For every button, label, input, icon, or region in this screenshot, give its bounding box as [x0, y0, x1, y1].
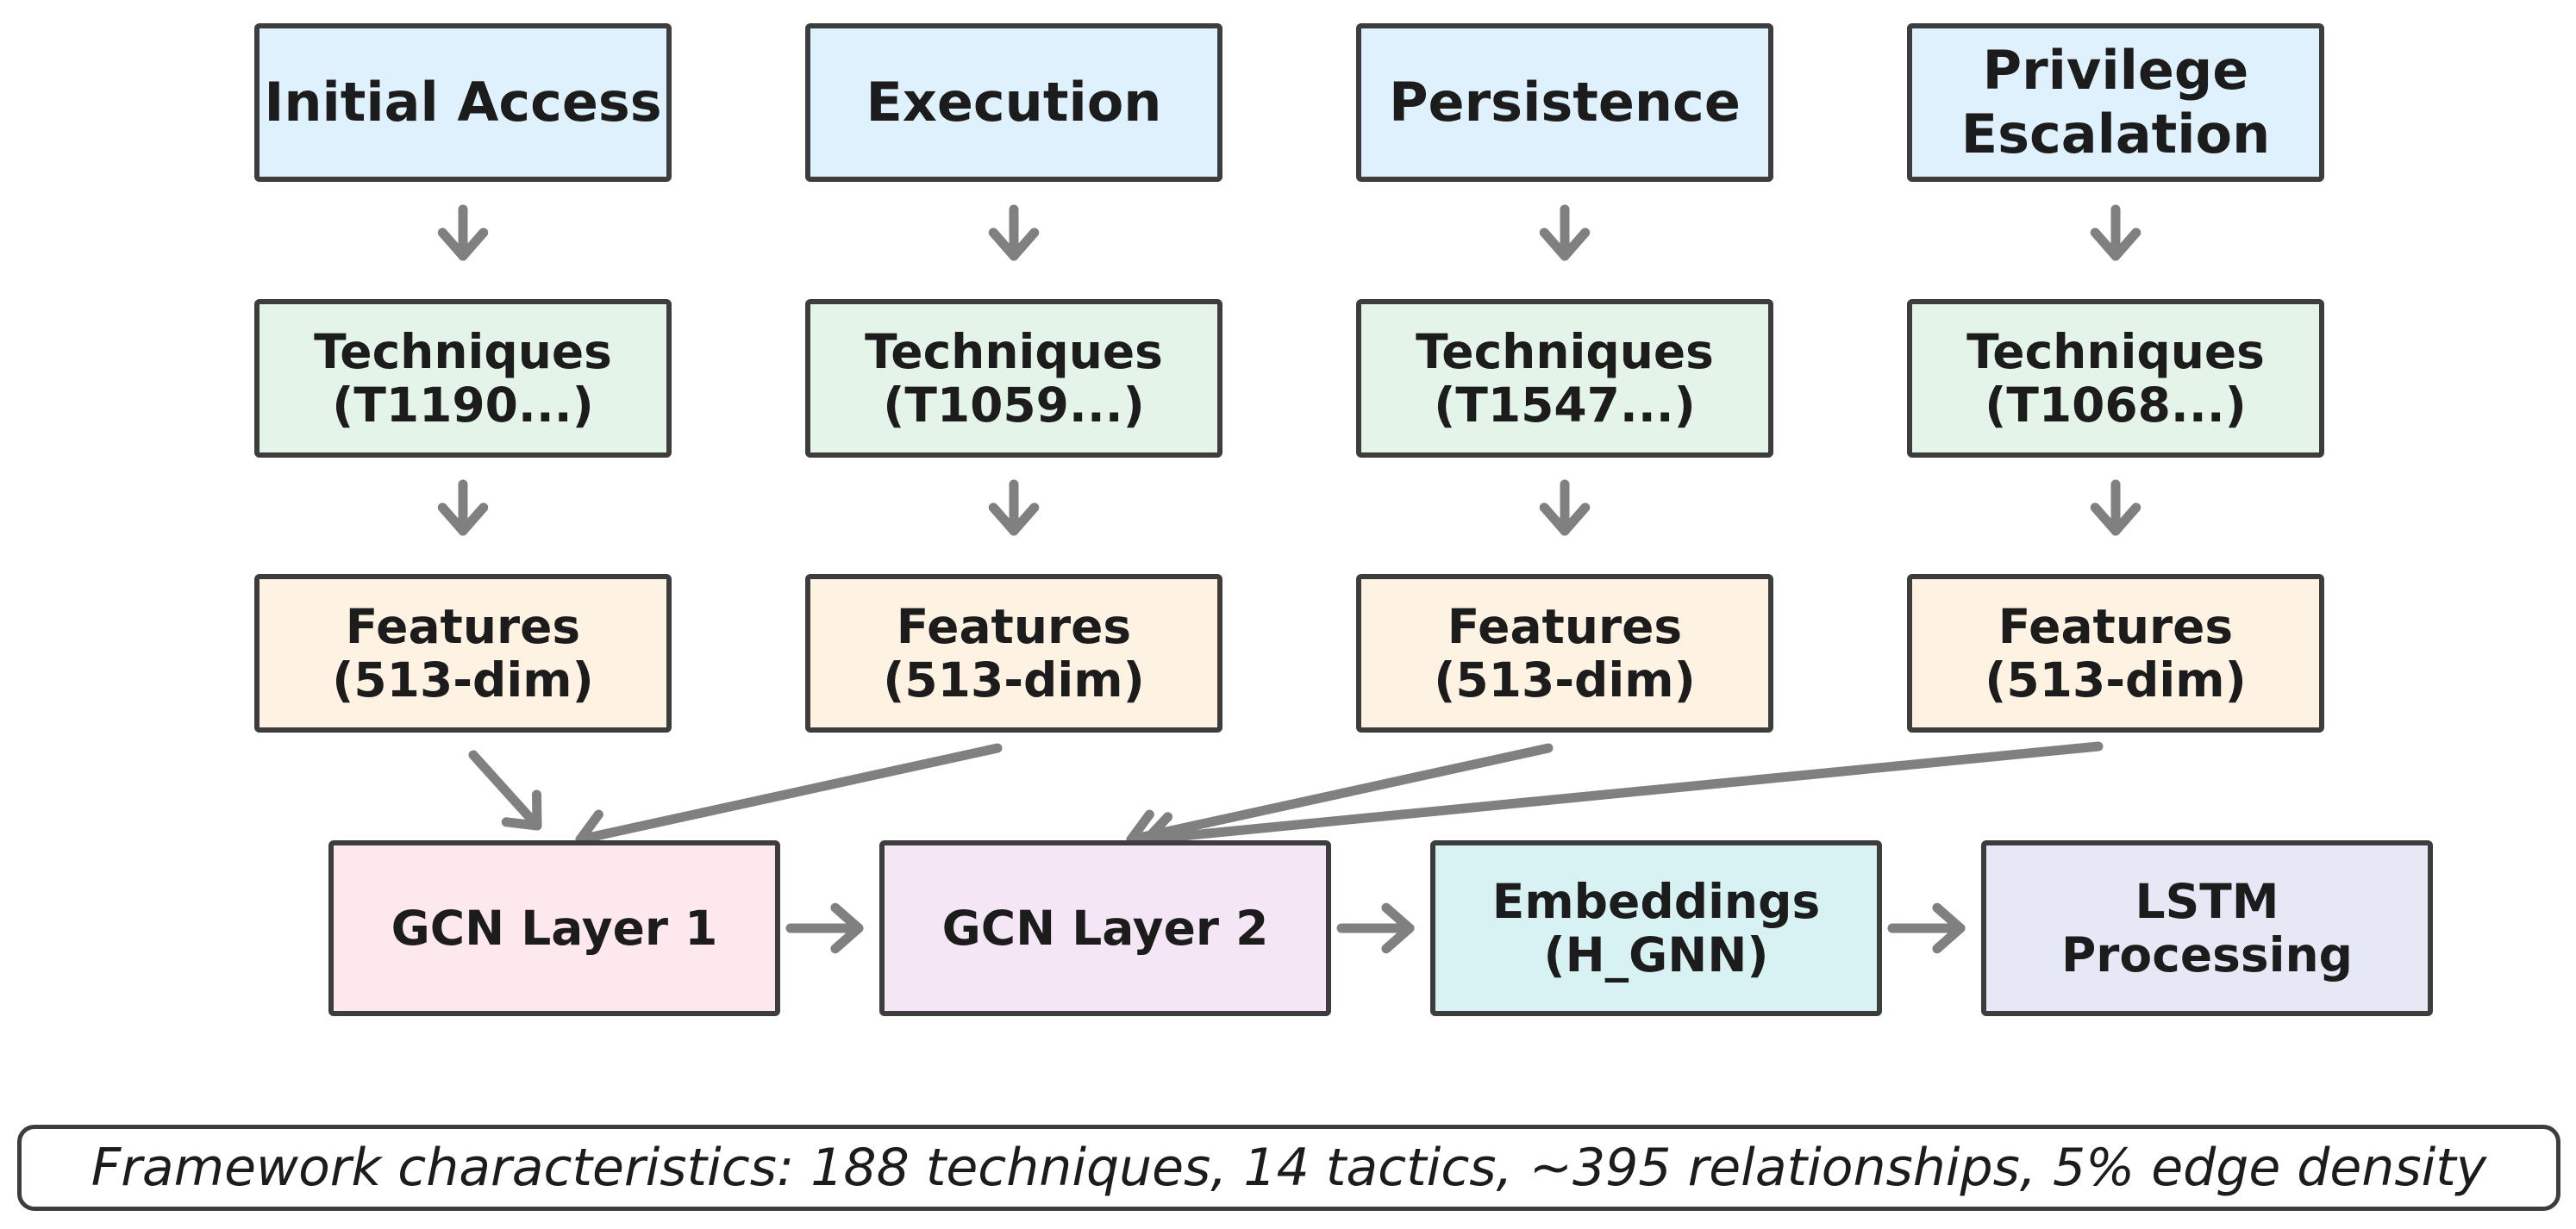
arrow-techniques-to-features-initial-access [437, 479, 489, 536]
arrow-tactic-to-techniques-initial-access [437, 204, 489, 261]
techniques-execution: Techniques (T1059...) [805, 299, 1222, 458]
arrow-tactic-to-techniques-execution [988, 204, 1040, 261]
tactic-persistence: Persistence [1356, 23, 1773, 182]
techniques-persistence: Techniques (T1547...) [1356, 299, 1773, 458]
tactic-privilege-escalation: Privilege Escalation [1907, 23, 2324, 182]
arrow-features-initial-access-to-gcn-1 [468, 750, 542, 831]
arrow-techniques-to-features-persistence [1539, 479, 1591, 536]
techniques-initial-access: Techniques (T1190...) [254, 299, 672, 458]
arrow-techniques-to-features-privilege-escalation [2090, 479, 2141, 536]
arrow-tactic-to-techniques-persistence [1539, 204, 1591, 261]
lstm-processing: LSTM Processing [1981, 840, 2433, 1016]
gcn-layer-1: GCN Layer 1 [328, 840, 780, 1016]
gcn-layer-2: GCN Layer 2 [879, 840, 1331, 1016]
embeddings-h-gnn: Embeddings (H_GNN) [1430, 840, 1882, 1016]
techniques-privilege-escalation: Techniques (T1068...) [1907, 299, 2324, 458]
framework-caption: Framework characteristics: 188 technique… [17, 1125, 2560, 1211]
arrow-gcn-1-to-gcn-2 [785, 902, 864, 954]
arrow-tactic-to-techniques-privilege-escalation [2090, 204, 2141, 261]
arrow-gcn-2-to-embeddings [1336, 902, 1415, 954]
arrow-embeddings-to-lstm [1887, 902, 1966, 954]
arrow-features-execution-to-gcn-1 [575, 743, 1003, 859]
arrow-techniques-to-features-execution [988, 479, 1040, 536]
features-privilege-escalation: Features (513-dim) [1907, 574, 2324, 733]
tactic-initial-access: Initial Access [254, 23, 672, 182]
features-initial-access: Features (513-dim) [254, 574, 672, 733]
features-persistence: Features (513-dim) [1356, 574, 1773, 733]
features-execution: Features (513-dim) [805, 574, 1222, 733]
tactic-execution: Execution [805, 23, 1222, 182]
